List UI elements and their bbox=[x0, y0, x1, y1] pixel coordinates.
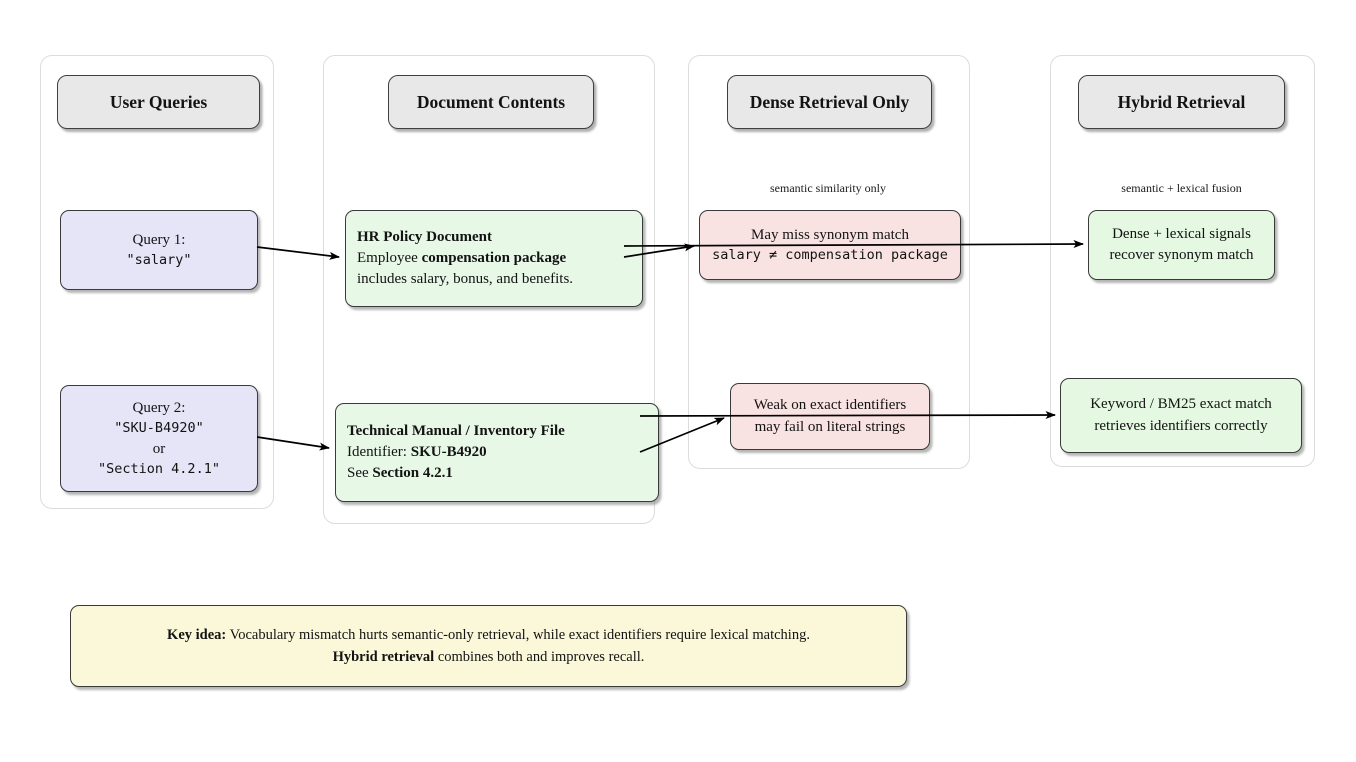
query-1-term: "salary" bbox=[126, 252, 192, 269]
hybrid-recover-box: Dense + lexical signals recover synonym … bbox=[1088, 210, 1275, 280]
dense-weak-line-1: Weak on exact identifiers bbox=[753, 397, 907, 414]
query-2-box: Query 2: "SKU-B4920" or "Section 4.2.1" bbox=[60, 385, 258, 492]
technical-manual-section: See Section 4.2.1 bbox=[347, 465, 453, 482]
header-hybrid-retrieval-label: Hybrid Retrieval bbox=[1117, 91, 1246, 112]
query-2-label: Query 2: bbox=[132, 400, 186, 417]
query-2-term-1: "SKU-B4920" bbox=[114, 420, 204, 437]
hybrid-recover-line-1: Dense + lexical signals bbox=[1112, 225, 1251, 242]
hybrid-recover-line-2: recover synonym match bbox=[1109, 247, 1254, 263]
key-idea-box: Key idea: Vocabulary mismatch hurts sema… bbox=[70, 605, 907, 687]
query-1-box: Query 1: "salary" bbox=[60, 210, 258, 290]
header-dense-retrieval-label: Dense Retrieval Only bbox=[749, 91, 910, 112]
hr-policy-document-box: HR Policy Document Employee compensation… bbox=[345, 210, 643, 307]
technical-manual-title: Technical Manual / Inventory File bbox=[347, 422, 565, 439]
hybrid-keyword-box: Keyword / BM25 exact match retrieves ide… bbox=[1060, 378, 1302, 453]
query-2-term-2: "Section 4.2.1" bbox=[98, 460, 220, 477]
header-hybrid-retrieval: Hybrid Retrieval bbox=[1078, 75, 1285, 129]
key-idea-line-1: Key idea: Vocabulary mismatch hurts sema… bbox=[167, 626, 810, 643]
header-user-queries-label: User Queries bbox=[109, 91, 208, 112]
hr-policy-body: Employee compensation package bbox=[357, 249, 567, 266]
header-dense-retrieval: Dense Retrieval Only bbox=[727, 75, 932, 129]
note-semantic-similarity-only: semantic similarity only bbox=[770, 181, 886, 195]
technical-manual-box: Technical Manual / Inventory File Identi… bbox=[335, 403, 659, 502]
header-document-contents: Document Contents bbox=[388, 75, 594, 129]
hr-policy-title: HR Policy Document bbox=[357, 228, 492, 245]
query-1-label: Query 1: bbox=[132, 231, 186, 248]
key-idea-line-2: Hybrid retrieval combines both and impro… bbox=[332, 649, 645, 665]
dense-weak-identifiers-box: Weak on exact identifiers may fail on li… bbox=[730, 383, 930, 450]
note-semantic-lexical-fusion: semantic + lexical fusion bbox=[1121, 181, 1242, 195]
dense-weak-line-2: may fail on literal strings bbox=[754, 418, 906, 435]
dense-miss-line-2: salary ≠ compensation package bbox=[712, 247, 948, 264]
hybrid-keyword-line-1: Keyword / BM25 exact match bbox=[1090, 396, 1272, 413]
dense-miss-synonym-box: May miss synonym match salary ≠ compensa… bbox=[699, 210, 961, 280]
technical-manual-identifier: Identifier: SKU-B4920 bbox=[347, 443, 487, 460]
header-user-queries: User Queries bbox=[57, 75, 260, 129]
hr-policy-body-rest: includes salary, bonus, and benefits. bbox=[357, 271, 574, 288]
header-document-contents-label: Document Contents bbox=[416, 91, 566, 112]
dense-miss-line-1: May miss synonym match bbox=[751, 226, 909, 243]
query-2-or: or bbox=[152, 440, 166, 457]
hybrid-keyword-line-2: retrieves identifiers correctly bbox=[1094, 417, 1268, 434]
